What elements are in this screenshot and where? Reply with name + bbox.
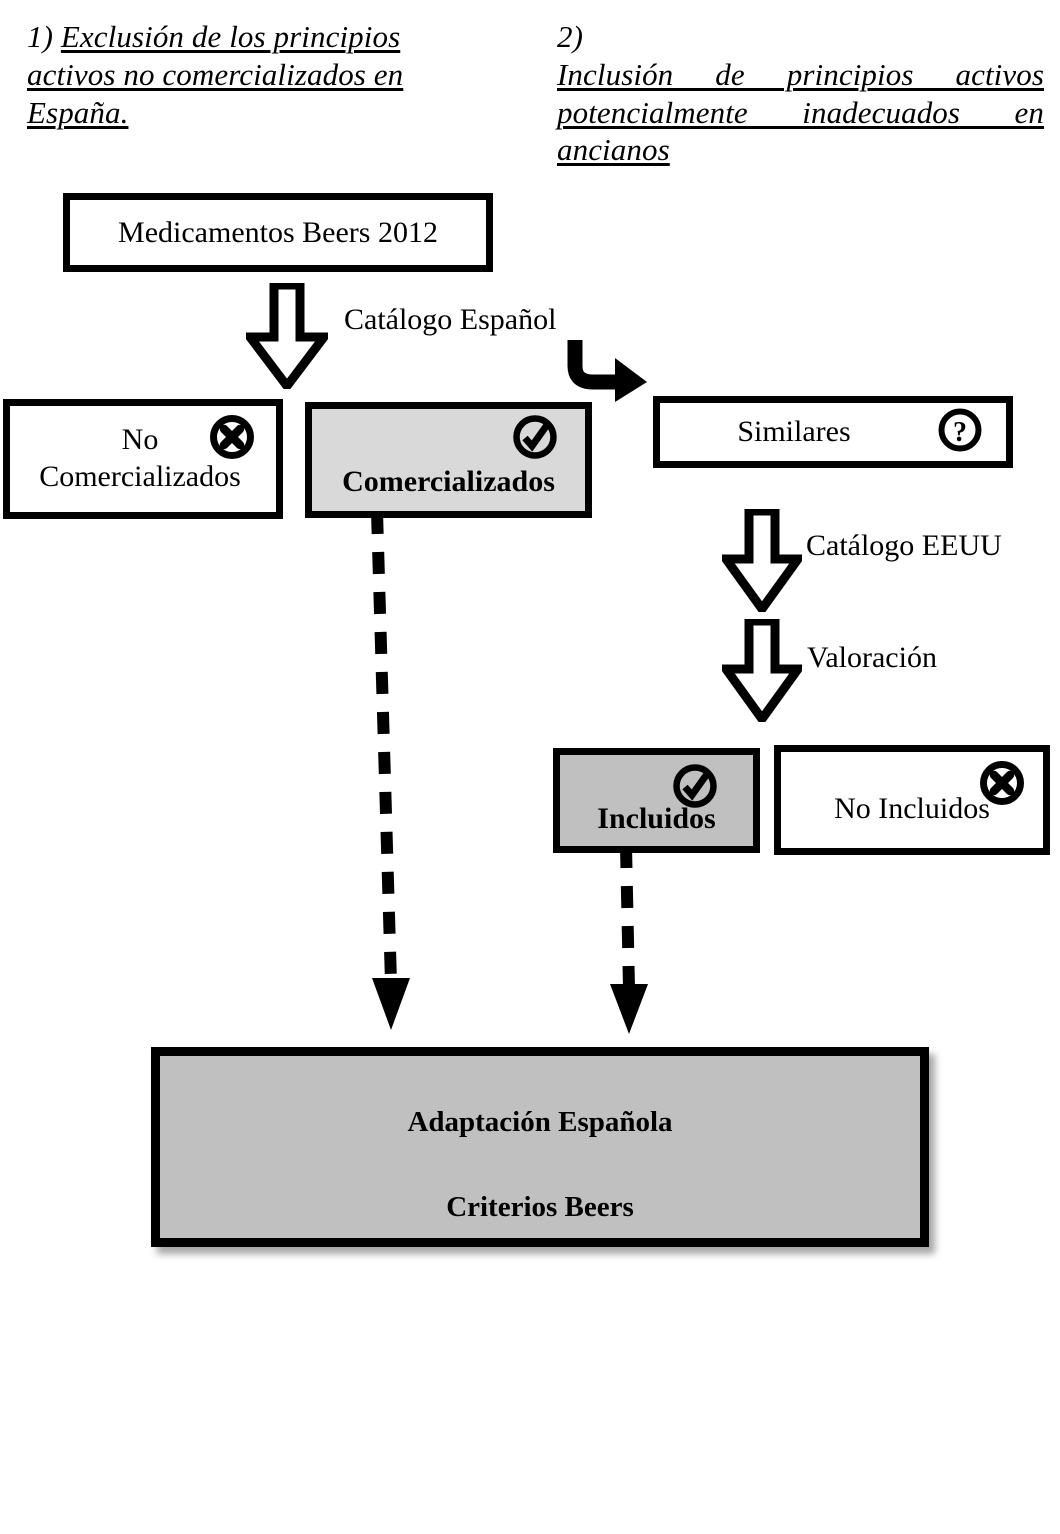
heading-2-line-3: ancianos [557,132,670,168]
box-medicamentos-beers[interactable]: Medicamentos Beers 2012 [63,193,493,272]
heading-2-line-2: potencialmente inadecuados en [557,94,1044,130]
heading-2-line-1: Inclusión de principios activos [557,56,1044,92]
heading-1-number: 1) [27,19,54,54]
box-adaptacion-line-2: Criterios Beers [446,1191,634,1223]
box-incluidos[interactable]: Incluidos [553,748,760,853]
arrow-down-catalogo-eeuu-icon [722,509,802,612]
heading-2-text: Inclusión de principios activos potencia… [557,56,1044,169]
check-circle-icon [673,764,717,808]
box-no-comercializados-line-2: Comercializados [39,459,241,493]
box-no-comercializados-line-1: No [121,423,159,456]
box-adaptacion-espanola[interactable]: Adaptación Española Criterios Beers [151,1047,929,1247]
box-incluidos-label: Incluidos [597,802,716,836]
label-catalogo-espanol: Catálogo Español [344,303,557,336]
heading-inclusion: 2) Inclusión de principios activos poten… [557,18,1044,169]
arrow-hook-right-icon [567,340,647,402]
box-medicamentos-beers-label: Medicamentos Beers 2012 [118,216,438,249]
box-no-incluidos-label: No Incluidos [834,792,990,826]
box-similares-label: Similares [737,415,851,448]
connector-comercializados-to-adaptacion [371,512,410,1030]
arrow-down-valoracion-icon [722,619,802,722]
heading-exclusion: 1) Exclusión de los principios activos n… [27,18,457,131]
heading-1-text: Exclusión de los principios activos no c… [27,19,404,130]
x-circle-icon [980,761,1024,805]
heading-2-number: 2) [557,19,584,54]
question-circle-icon: ? [938,408,982,452]
label-valoracion: Valoración [807,641,937,674]
arrow-down-catalogo-espanol-icon [246,283,328,389]
box-adaptacion-espanola-label: Adaptación Española Criterios Beers [160,1106,920,1224]
box-comercializados-label: Comercializados [342,465,555,499]
x-circle-icon [210,415,254,459]
label-catalogo-eeuu: Catálogo EEUU [806,529,1002,562]
check-circle-icon [513,415,557,459]
connector-incluidos-to-adaptacion [610,846,648,1034]
svg-text:?: ? [953,417,967,448]
box-adaptacion-line-1: Adaptación Española [407,1106,673,1138]
box-no-comercializados-label: No Comercializados [10,422,270,495]
